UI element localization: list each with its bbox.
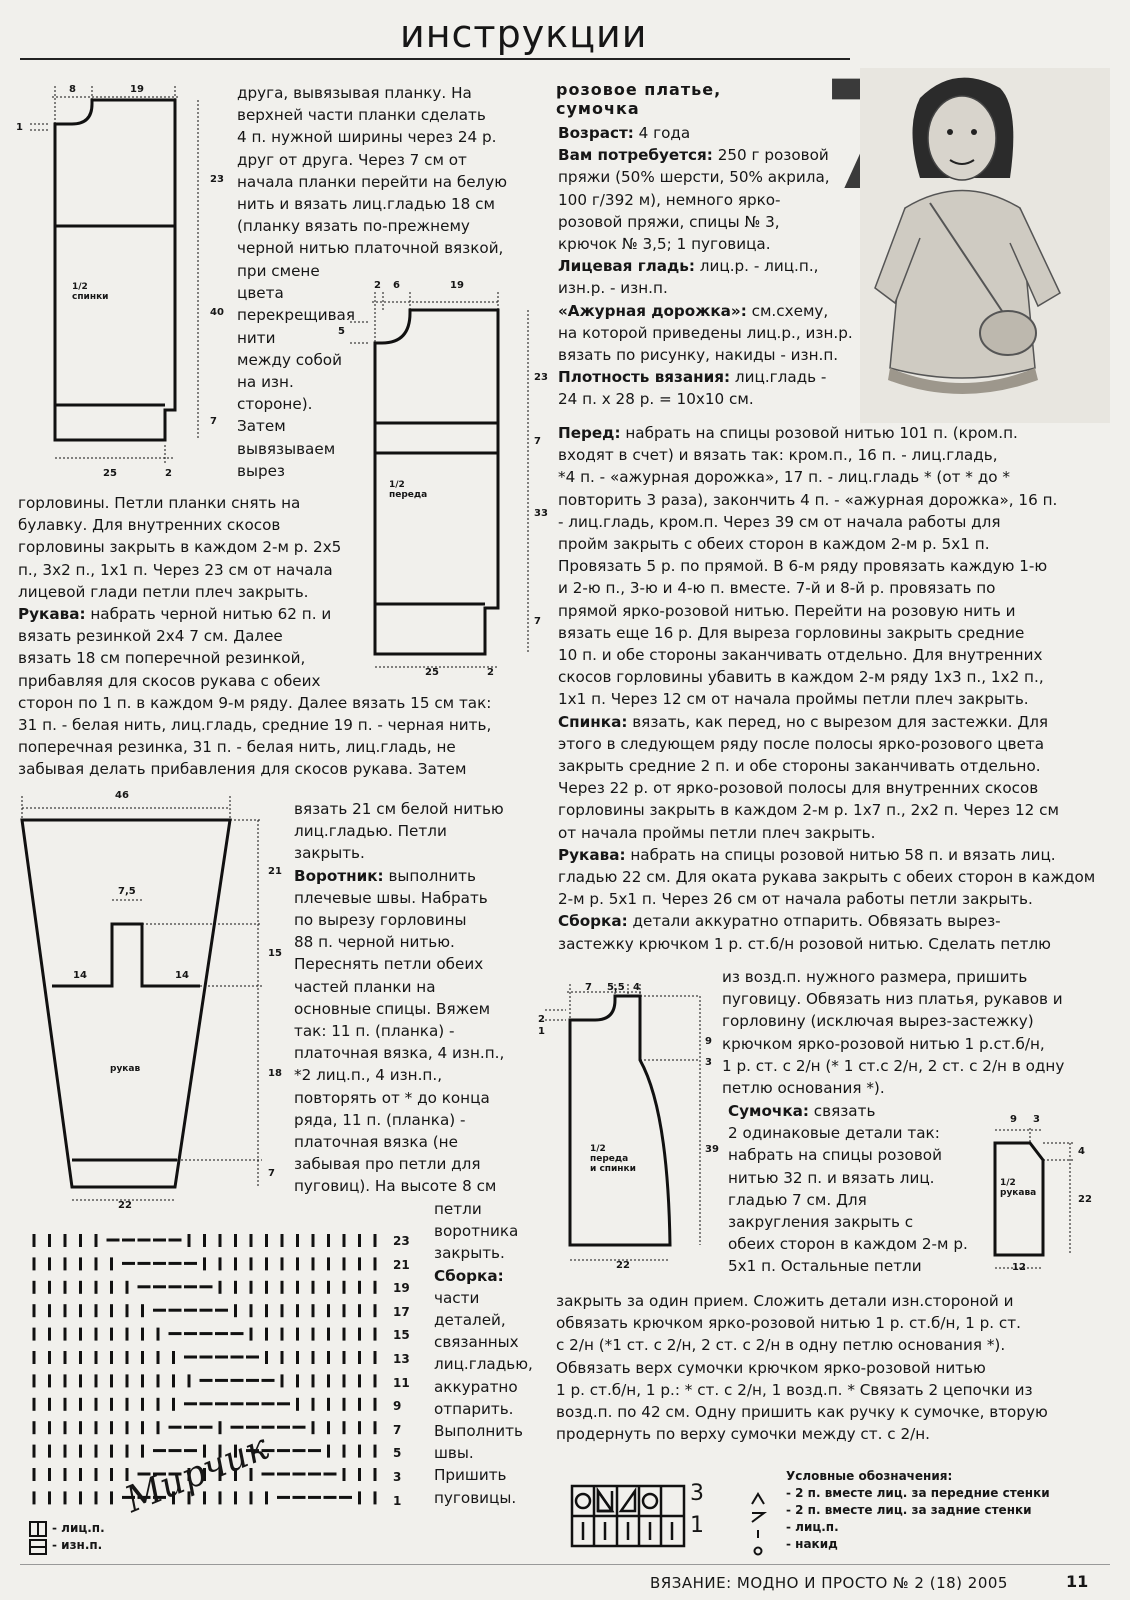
- dim-label: 5,5: [607, 982, 625, 993]
- dim-label: 2: [487, 667, 494, 678]
- dim-label: 2: [538, 1014, 545, 1025]
- diagram-label: 1/2 спинки: [72, 282, 109, 302]
- dim-label: 19: [130, 84, 144, 95]
- dim-label: 25: [425, 667, 439, 678]
- text-block-assembly: петли воротника закрыть. Сборка: части д…: [434, 1200, 533, 1507]
- dim-label: 1: [538, 1026, 545, 1037]
- model-photo: [860, 68, 1110, 423]
- dim-label: 7: [268, 1168, 275, 1179]
- dim-label: 7: [534, 616, 541, 627]
- diagram-label: 1/2 переда и спинки: [590, 1144, 636, 1174]
- dim-label: 22: [118, 1200, 132, 1211]
- dim-label: 21: [268, 866, 282, 877]
- text-block-collar: вязать 21 см белой нитью лиц.гладью. Пет…: [294, 800, 505, 1196]
- dim-label: 6: [393, 280, 400, 291]
- dim-label: 4: [1078, 1146, 1085, 1157]
- diagram-label: 1/2 рукава: [1000, 1178, 1037, 1198]
- text-block-bag-end: закрыть за один прием. Сложить детали из…: [556, 1292, 1048, 1444]
- project-title: розовое платье, сумочка: [556, 80, 722, 118]
- header-rule: [20, 58, 850, 60]
- dim-label: 15: [268, 948, 282, 959]
- lace-chart-row-numbers: 3 1: [690, 1481, 704, 1538]
- diagram-label: рукав: [110, 1064, 141, 1074]
- dim-label: 18: [268, 1068, 282, 1079]
- dim-label: 23: [534, 372, 548, 383]
- dim-label: 8: [69, 84, 76, 95]
- dim-label: 2: [374, 280, 381, 291]
- dim-label: 39: [705, 1144, 719, 1155]
- dim-label: 7: [210, 416, 217, 427]
- dim-label: 9: [705, 1036, 712, 1047]
- dim-label: 40: [210, 307, 224, 318]
- legend: Условные обозначения: - 2 п. вместе лиц.…: [786, 1469, 1050, 1551]
- dim-label: 25: [103, 468, 117, 479]
- page-number: 11: [1066, 1572, 1089, 1591]
- footer-rule: [20, 1564, 1110, 1565]
- diagram-label: 1/2 переда: [389, 480, 428, 500]
- dim-label: 3: [705, 1057, 712, 1068]
- dim-label: 33: [534, 508, 548, 519]
- dim-label: 7,5: [118, 886, 136, 897]
- text-block-bag: Сумочка: связать 2 одинаковые детали так…: [728, 1102, 968, 1276]
- text-block-finishing: из возд.п. нужного размера, пришить пуго…: [722, 968, 1065, 1098]
- dim-label: 46: [115, 790, 129, 801]
- text-block-back: друга, вывязывая планку. На верхней част…: [237, 84, 508, 258]
- dim-label: 22: [1078, 1194, 1092, 1205]
- dim-label: 2: [165, 468, 172, 479]
- dim-label: 7: [585, 982, 592, 993]
- dim-label: 23: [210, 174, 224, 185]
- page-header-title: инструкции: [400, 12, 648, 56]
- dim-label: 1: [16, 122, 23, 133]
- dim-label: 19: [450, 280, 464, 291]
- dim-label: 22: [616, 1260, 630, 1271]
- dim-label: 14: [175, 970, 189, 981]
- text-block-back-narrow: при смене цвета перекрещивая нити между …: [237, 262, 355, 480]
- dim-label: 7: [534, 436, 541, 447]
- text-block-materials: Возраст: 4 года Вам потребуется: 250 г р…: [558, 124, 853, 409]
- dim-label: 12: [1012, 1262, 1026, 1273]
- dim-label: 9: [1010, 1114, 1017, 1125]
- dim-label: 14: [73, 970, 87, 981]
- dim-label: 5: [338, 326, 345, 337]
- footer-magazine: ВЯЗАНИЕ: МОДНО И ПРОСТО № 2 (18) 2005: [650, 1574, 1008, 1592]
- chart-row-numbers: 23 21 19 17 15 13 11 9 7 5 3 1: [393, 1234, 410, 1508]
- dim-label: 3: [1033, 1114, 1040, 1125]
- dim-label: 4: [633, 982, 640, 993]
- text-block-front-back: Перед: набрать на спицы розовой нитью 10…: [558, 424, 1096, 953]
- text-block-neckline: горловины. Петли планки снять на булавку…: [18, 494, 492, 779]
- left-legend: - лиц.п. - изн.п.: [52, 1521, 105, 1552]
